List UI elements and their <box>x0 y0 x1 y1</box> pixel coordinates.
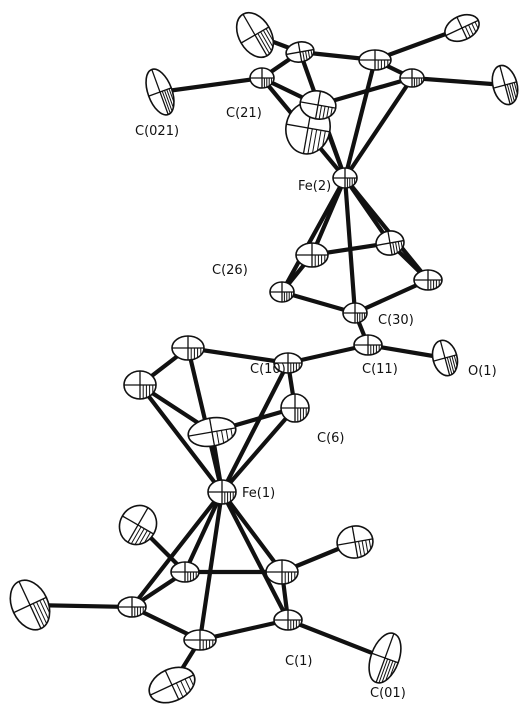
atom-ellipsoid-l1 <box>117 596 147 618</box>
bond-c30-c26 <box>279 289 358 316</box>
atom-ellipsoid-l5 <box>183 629 217 651</box>
bond-fe2-c30 <box>342 175 358 316</box>
atom-ellipsoid-c10 <box>273 352 303 374</box>
label-c11: C(11) <box>362 362 398 377</box>
atom-ellipsoid-fe1 <box>207 479 237 505</box>
atom-ellipsoid-r2 <box>171 335 205 361</box>
atom-ellipsoid-l3 <box>265 559 299 585</box>
atom-ellipsoid-o1 <box>431 339 459 377</box>
bond-u1-um1 <box>157 75 265 95</box>
label-fe2: Fe(2) <box>298 179 331 194</box>
label-c26: C(26) <box>212 263 248 278</box>
label-o1: O(1) <box>468 364 497 379</box>
bond-c1-c01 <box>285 617 388 661</box>
label-c6: C(6) <box>317 431 345 446</box>
atom-ellipsoid-u1 <box>249 67 275 89</box>
atom-ellipsoid-r3 <box>123 370 157 400</box>
atom-ellipsoid-b3 <box>375 230 405 256</box>
bond-fe1-c6 <box>219 405 298 495</box>
bond-fe2-b4 <box>342 175 431 283</box>
atom-ellipsoid-u3 <box>358 49 392 71</box>
bond-fe1-l1 <box>129 489 225 610</box>
atom-ellipsoid-b2 <box>295 242 329 268</box>
bond-c10-r2 <box>185 345 291 366</box>
atom-ellipsoid-u4 <box>399 68 425 88</box>
bond-fe1-c10 <box>219 360 291 495</box>
atom-ellipsoid-lm3 <box>336 525 374 559</box>
atom-ellipsoid-u2 <box>285 41 315 63</box>
bond-fe1-l3 <box>219 489 285 575</box>
bond-u4-um4 <box>409 75 508 88</box>
atom-ellipsoid-fe2 <box>332 167 358 189</box>
bond-fe2-b2 <box>309 175 348 258</box>
atom-ellipsoid-u5 <box>299 90 337 120</box>
atom-ellipsoid-um4 <box>491 64 519 106</box>
label-c10: C(10) <box>250 362 286 377</box>
label-c01: C(01) <box>370 686 406 701</box>
bond-fe1-c1 <box>219 489 291 623</box>
bond-fe2-u3 <box>342 57 378 181</box>
bond-fe1-l5 <box>197 489 225 643</box>
bond-fe1-r3 <box>137 382 225 495</box>
atom-ellipsoid-um2 <box>235 11 275 59</box>
atom-ellipsoid-lm1 <box>9 579 51 631</box>
atom-labels: C(021) C(21) Fe(2) C(26) C(30) C(10) C(1… <box>135 106 497 701</box>
bond-fe1-l2 <box>182 489 225 575</box>
atom-ellipsoid-lm5 <box>148 666 196 704</box>
atom-ellipsoid-l2 <box>170 561 200 583</box>
label-c30: C(30) <box>378 313 414 328</box>
atom-ellipsoid-lm2 <box>118 504 158 546</box>
bond-fe2-u4 <box>342 75 415 181</box>
atom-ellipsoid-c30 <box>342 302 368 324</box>
atom-ellipsoid-c11 <box>353 334 383 356</box>
label-fe1: Fe(1) <box>242 486 275 501</box>
bond-fe2-c26 <box>279 175 348 295</box>
atom-ellipsoid-c1 <box>273 609 303 631</box>
atom-ellipsoid-um1 <box>145 68 175 116</box>
label-c21: C(21) <box>226 106 262 121</box>
atom-ellipsoid-um3 <box>444 13 480 43</box>
atom-ellipsoid-c01 <box>368 632 402 684</box>
atom-ellipsoid-b4 <box>413 269 443 291</box>
atoms-layer <box>9 11 519 704</box>
atom-ellipsoid-c26 <box>269 281 295 303</box>
atom-ellipsoid-r4 <box>187 416 237 448</box>
label-c021: C(021) <box>135 124 179 139</box>
label-c1: C(1) <box>285 654 313 669</box>
atom-ellipsoid-c6 <box>280 393 310 423</box>
